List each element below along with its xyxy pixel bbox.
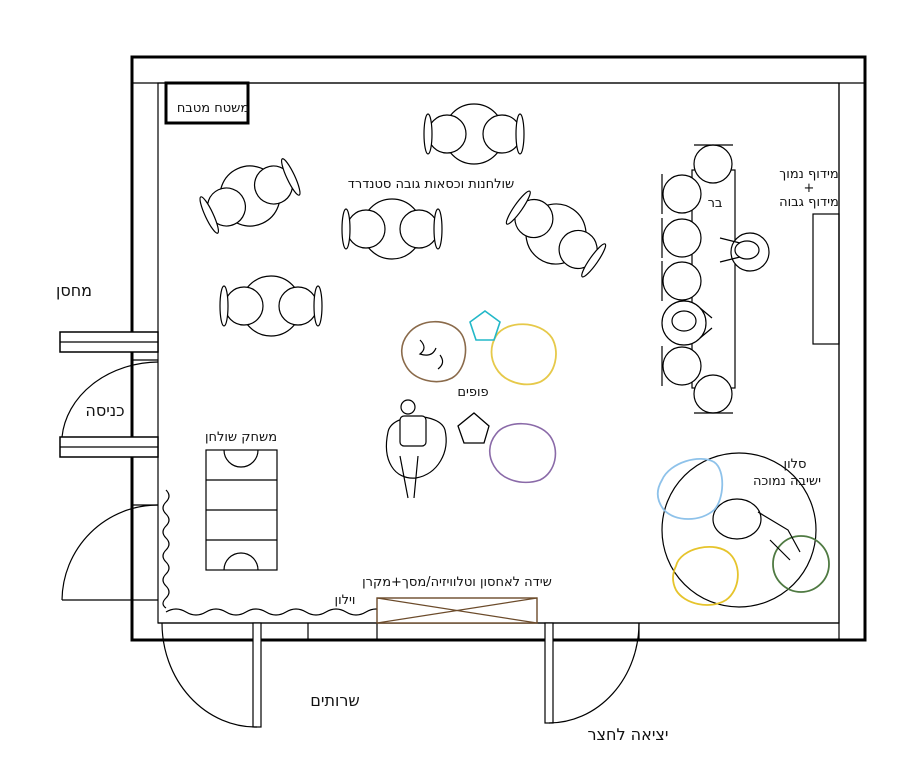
bar-shelves-label: מידוף נמוך + מידוף גבוה — [779, 167, 839, 210]
lounge-person — [757, 511, 801, 561]
table-top-center — [423, 103, 525, 165]
pentagon-pouf — [457, 412, 490, 444]
table-football-label: משחק שולחן — [205, 430, 277, 445]
kitchen-counter-label: משטח מטבח — [177, 101, 249, 116]
blue-chair — [656, 458, 724, 520]
standard-tables-label: שולחנות וכסאות גובה סטנדרד — [348, 177, 514, 192]
curtain-label: וילון — [335, 593, 356, 608]
curtain: וילון — [162, 489, 387, 616]
yellow-pouf — [490, 323, 557, 386]
purple-pouf — [488, 423, 557, 484]
svg-text:מידוף גבוה: מידוף גבוה — [779, 195, 839, 210]
green-chair — [772, 535, 830, 593]
restrooms-label: שרותים — [310, 691, 359, 710]
svg-text:+: + — [804, 181, 815, 196]
bar: בר — [661, 144, 770, 414]
poufs: פופים — [400, 310, 557, 484]
lounge-label-2: ישיבה נמוכה — [753, 474, 821, 489]
lounge: סלון ישיבה נמוכה — [656, 452, 830, 608]
kitchen-counter: משטח מטבח — [164, 81, 250, 125]
entrance-label: כניסה — [85, 401, 124, 420]
cyan-pouf — [469, 310, 501, 341]
poufs-label: פופים — [457, 385, 488, 400]
table-mid-right — [505, 190, 607, 278]
bottom-doors — [161, 622, 640, 728]
wall-shelves — [812, 213, 840, 345]
svg-text:מידוף נמוך: מידוף נמוך — [779, 167, 838, 182]
table-left — [219, 275, 323, 337]
pouf-texture — [418, 339, 444, 370]
storage-cabinet: שידה לאחסון וטלוויזיה/מסך+מקרן — [362, 575, 552, 624]
table-mid-center — [341, 198, 443, 260]
storage-cabinet-label: שידה לאחסון וטלוויזיה/מסך+מקרן — [362, 575, 552, 590]
brown-pouf — [400, 321, 467, 383]
bar-stools — [661, 144, 733, 414]
lounge-label-1: סלון — [784, 457, 807, 472]
left-doors — [59, 331, 159, 601]
bar-person-mid — [661, 300, 713, 346]
table-football: משחק שולחן — [205, 430, 278, 571]
storage-label: מחסן — [56, 281, 92, 300]
bar-person-top — [719, 232, 770, 272]
yellow-chair — [672, 545, 739, 606]
yard-exit-label: יציאה לחצר — [588, 725, 669, 744]
bar-label: בר — [708, 196, 723, 211]
table-top-left — [199, 158, 301, 234]
person-beanbag — [385, 399, 447, 499]
